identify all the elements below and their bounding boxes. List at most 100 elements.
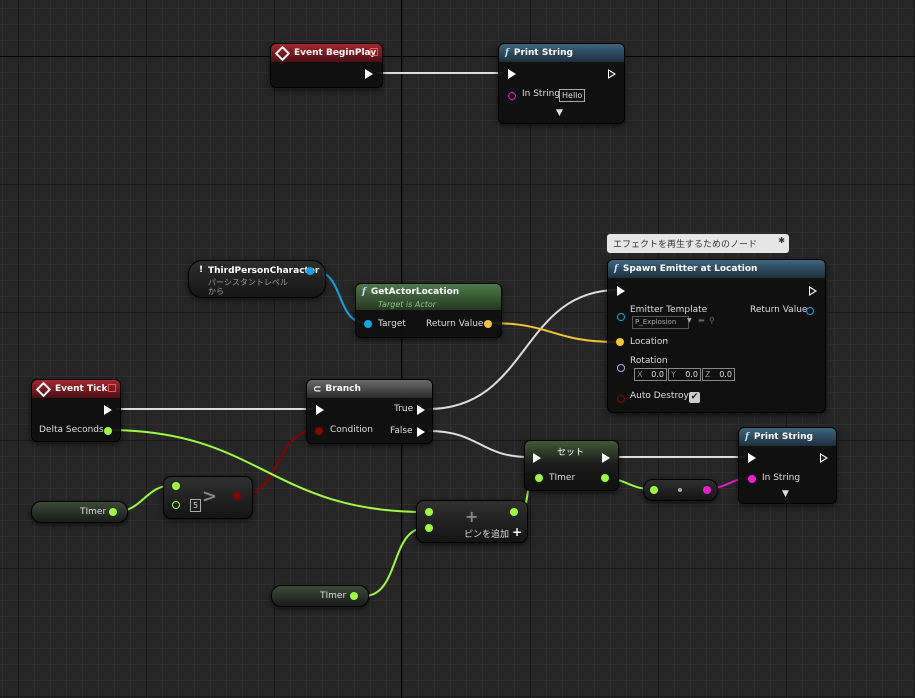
node-header: f GetActorLocation Target is Actor xyxy=(356,284,501,310)
spawn-emitter-node[interactable]: f Spawn Emitter at Location Emitter Temp… xyxy=(607,259,826,413)
wire-branch-false-set xyxy=(427,430,530,458)
add-symbol: + xyxy=(465,507,479,526)
false-exec-pin[interactable] xyxy=(417,427,425,437)
string-out-pin[interactable] xyxy=(703,486,711,494)
auto-destroy-pin[interactable] xyxy=(617,395,625,403)
third-person-character-node[interactable]: ! ThirdPersonCharacter パーシスタントレベル から xyxy=(188,260,326,298)
float-in-pin-a[interactable] xyxy=(425,508,433,516)
rotation-z-axis-label: Z xyxy=(705,370,711,379)
rotation-y-input[interactable]: Y 0.0 xyxy=(668,368,701,381)
exec-in-pin[interactable] xyxy=(316,405,324,415)
auto-destroy-checkbox[interactable]: ✔ xyxy=(689,392,700,403)
node-header: f Spawn Emitter at Location xyxy=(608,260,825,278)
exec-in-pin[interactable] xyxy=(533,453,541,463)
in-string-label: In String xyxy=(762,473,801,483)
print-string-bottom-node[interactable]: f Print String In String ▼ xyxy=(738,427,837,504)
exec-out-pin[interactable] xyxy=(602,453,610,463)
exec-in-pin[interactable] xyxy=(617,286,625,296)
node-header: Event Tick xyxy=(32,380,120,398)
float-in-pin[interactable] xyxy=(535,474,543,482)
level-subtitle-2: から xyxy=(208,287,224,296)
timer-label: TImer xyxy=(549,473,576,483)
get-actor-location-node[interactable]: f GetActorLocation Target is Actor Targe… xyxy=(355,283,502,338)
float-out-pin[interactable] xyxy=(109,508,117,516)
string-in-pin[interactable] xyxy=(748,475,756,483)
exec-out-pin[interactable] xyxy=(809,286,817,296)
node-subtitle: Target is Actor xyxy=(378,300,437,309)
greater-than-node[interactable]: 5 > xyxy=(163,476,253,519)
return-value-pin[interactable] xyxy=(806,307,814,315)
location-label: Location xyxy=(630,337,669,347)
in-string-input[interactable]: Hello xyxy=(559,89,586,102)
node-comment-bubble[interactable]: エフェクトを再生するためのノード ✱ xyxy=(607,234,789,253)
rotation-z-input[interactable]: Z 0.0 xyxy=(702,368,735,381)
event-beginplay-node[interactable]: Event BeginPlay xyxy=(270,43,383,88)
expand-arrow-icon[interactable]: ▼ xyxy=(782,489,789,499)
location-pin[interactable] xyxy=(616,338,624,346)
emitter-template-select[interactable]: P_Explosion xyxy=(632,316,690,329)
bool-out-pin[interactable] xyxy=(233,492,241,500)
event-diamond-icon xyxy=(274,45,291,61)
compare-value-input[interactable]: 5 xyxy=(190,499,202,512)
node-header: f Print String xyxy=(499,44,624,62)
set-variable-node[interactable]: セット TImer xyxy=(524,440,619,491)
node-title: セット xyxy=(557,448,585,458)
return-value-label: Return Value xyxy=(426,319,484,329)
print-string-top-node[interactable]: f Print String In String Hello ▼ xyxy=(498,43,625,124)
exec-out-pin[interactable] xyxy=(365,69,373,79)
rotation-x-input[interactable]: X 0.0 xyxy=(634,368,667,381)
float-in-pin-a[interactable] xyxy=(172,482,180,490)
float-in-pin-b[interactable] xyxy=(425,524,433,532)
rotation-label: Rotation xyxy=(630,356,668,366)
float-out-pin[interactable] xyxy=(350,592,358,600)
exec-out-pin[interactable] xyxy=(608,69,616,79)
float-out-pin[interactable] xyxy=(104,427,112,435)
comment-pin-icon: ✱ xyxy=(778,236,785,245)
expand-arrow-icon[interactable]: ▼ xyxy=(556,108,563,118)
delegate-square-icon xyxy=(108,384,116,392)
browse-search-icon[interactable]: ⚲ xyxy=(709,316,715,325)
level-subtitle: パーシスタントレベル xyxy=(208,278,288,287)
node-title: ThirdPersonCharacter xyxy=(208,266,320,276)
exec-out-pin[interactable] xyxy=(820,453,828,463)
exec-in-pin[interactable] xyxy=(508,69,516,79)
function-icon: f xyxy=(614,264,618,274)
wire-return-location xyxy=(487,322,619,343)
exec-out-pin[interactable] xyxy=(104,405,112,415)
float-to-string-conversion-node[interactable] xyxy=(643,479,718,501)
emitter-template-pin[interactable] xyxy=(617,313,625,321)
object-out-pin[interactable] xyxy=(306,267,314,275)
node-title: Print String xyxy=(513,48,573,58)
event-diamond-icon xyxy=(35,381,52,397)
dropdown-arrow-icon[interactable]: ▼ xyxy=(687,317,692,324)
add-pin-label[interactable]: ピンを追加 xyxy=(464,530,510,540)
node-header: Event BeginPlay xyxy=(271,44,382,62)
rotation-x-value: 0.0 xyxy=(651,370,664,379)
branch-node[interactable]: ⊂ Branch True Condition False xyxy=(306,379,433,444)
true-label: True xyxy=(394,404,414,414)
delegate-square-icon xyxy=(370,48,378,56)
timer-variable-node[interactable]: TImer xyxy=(31,501,128,523)
vector-out-pin[interactable] xyxy=(484,320,492,328)
grid-axis-horizontal xyxy=(0,56,915,57)
target-label: Target xyxy=(378,319,406,329)
node-title: GetActorLocation xyxy=(370,287,460,297)
exec-in-pin[interactable] xyxy=(748,453,756,463)
rotation-x-axis-label: X xyxy=(637,370,643,379)
true-exec-pin[interactable] xyxy=(417,405,425,415)
use-asset-arrow-icon[interactable]: ⬅ xyxy=(698,316,705,325)
float-in-pin-b[interactable] xyxy=(172,501,180,509)
condition-pin[interactable] xyxy=(315,427,323,435)
rotation-pin[interactable] xyxy=(617,364,625,372)
float-in-pin[interactable] xyxy=(650,486,658,494)
float-out-pin[interactable] xyxy=(601,474,609,482)
timer-variable-node-2[interactable]: TImer xyxy=(271,585,369,607)
float-out-pin[interactable] xyxy=(510,508,518,516)
string-pin-icon[interactable] xyxy=(508,92,516,100)
add-node[interactable]: + ピンを追加 + xyxy=(416,500,528,543)
in-string-label: In String xyxy=(522,89,561,99)
add-pin-plus-icon[interactable]: + xyxy=(512,525,523,539)
target-in-pin[interactable] xyxy=(364,320,372,328)
delta-seconds-label: Delta Seconds xyxy=(39,425,104,435)
event-tick-node[interactable]: Event Tick Delta Seconds xyxy=(31,379,121,442)
